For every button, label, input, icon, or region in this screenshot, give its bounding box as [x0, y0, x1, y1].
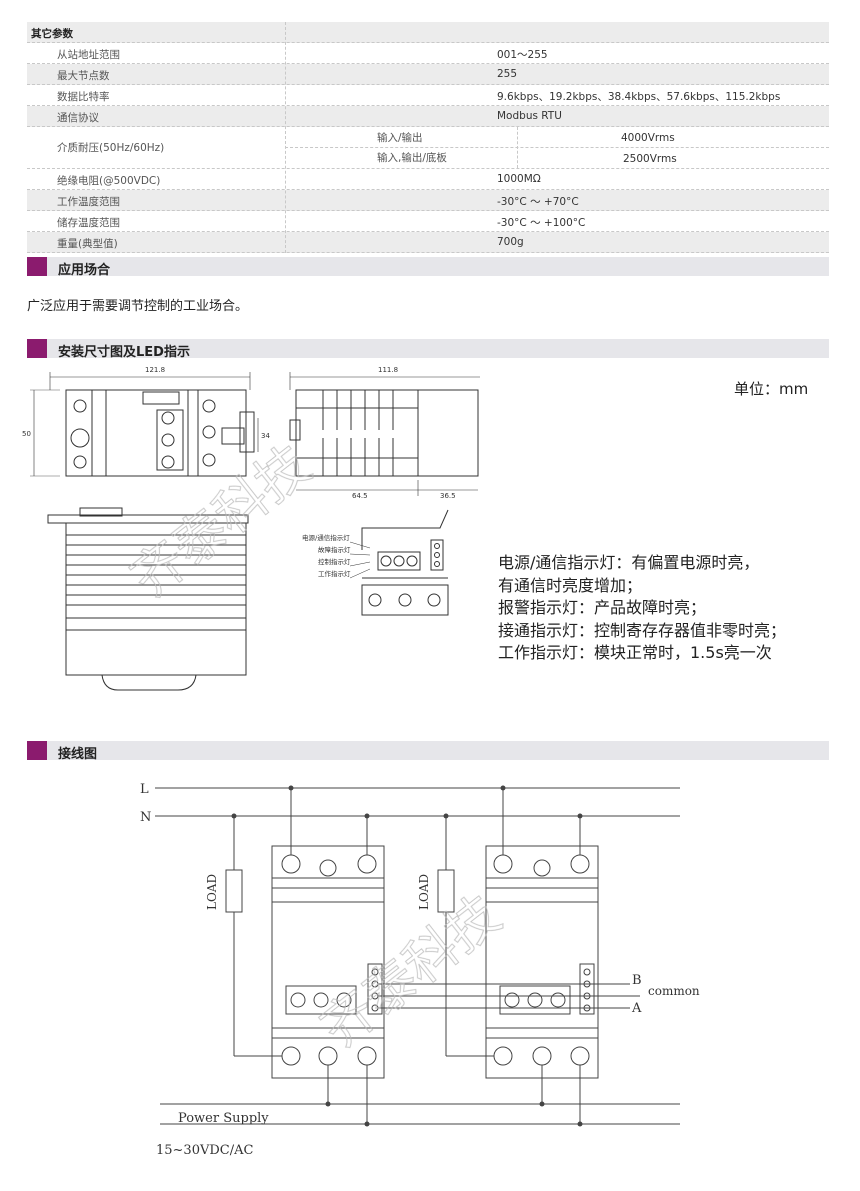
param-label: 从站地址范围 — [57, 49, 120, 61]
param-row: 工作温度范围 -30°C ～ +70°C — [27, 190, 829, 211]
led-desc-line: 报警指示灯：产品故障时亮； — [498, 598, 707, 617]
section-title: 安装尺寸图及LED指示 — [58, 345, 190, 360]
module-2 — [485, 845, 599, 1079]
params-header: 其它参数 — [31, 28, 73, 40]
label-common: common — [648, 984, 700, 998]
front-view-drawing — [30, 372, 259, 477]
led-detail-drawing — [349, 509, 449, 616]
label-voltage: 15~30VDC/AC — [156, 1143, 254, 1158]
param-row: 最大节点数 255 — [27, 64, 829, 85]
param-row-withstand: 介质耐压(50Hz/60Hz) 输入/输出 4000Vrms 输入,输出/底板 … — [27, 127, 829, 169]
led-label: 控制指示灯 — [318, 557, 351, 566]
dimension-drawings: 121.8 111.8 50 34 64.5 36.5 电源/通信指示灯 故障指… — [22, 366, 480, 691]
param-label: 通信协议 — [57, 112, 99, 124]
param-value: Modbus RTU — [497, 110, 562, 122]
section-dimensions: 安装尺寸图及LED指示 — [27, 339, 829, 360]
dim-111-8: 111.8 — [378, 366, 398, 374]
param-value: 9.6kbps、19.2kbps、38.4kbps、57.6kbps、115.2… — [497, 91, 781, 103]
param-label: 数据比特率 — [57, 91, 110, 103]
section-application: 应用场合 — [27, 257, 829, 278]
led-description: 电源/通信指示灯：有偏置电源时亮， 有通信时亮度增加； 报警指示灯：产品故障时亮… — [498, 552, 786, 665]
withstand-sub-value: 4000Vrms — [621, 132, 675, 144]
led-desc-line: 工作指示灯：模块正常时，1.5s亮一次 — [498, 643, 772, 662]
param-value: -30°C ～ +100°C — [497, 217, 586, 229]
application-text: 广泛应用于需要调节控制的工业场合。 — [27, 299, 249, 314]
section-marker — [27, 741, 47, 760]
param-label: 储存温度范围 — [57, 217, 120, 229]
dim-34: 34 — [261, 432, 270, 440]
param-row: 重量(典型值) 700g — [27, 232, 829, 253]
section-marker — [27, 257, 47, 276]
label-A: A — [631, 1001, 642, 1016]
led-label: 故障指示灯 — [318, 545, 351, 554]
led-label: 电源/通信指示灯 — [302, 533, 350, 542]
param-value: 001～255 — [497, 49, 548, 61]
param-label: 最大节点数 — [57, 70, 110, 82]
table-divider — [285, 22, 286, 253]
section-wiring: 接线图 — [27, 741, 829, 762]
param-row: 储存温度范围 -30°C ～ +100°C — [27, 211, 829, 232]
load-1 — [225, 869, 243, 913]
led-desc-line: 有通信时亮度增加； — [498, 575, 643, 595]
wiring-diagram: L N LOAD LOAD B common A Power Supply 15… — [140, 782, 700, 1158]
param-value: -30°C ～ +70°C — [497, 196, 579, 208]
param-value: 255 — [497, 68, 518, 80]
module-1 — [271, 845, 385, 1079]
section-title: 应用场合 — [58, 263, 111, 278]
dim-36-5: 36.5 — [440, 492, 456, 500]
led-desc-line: 电源/通信指示灯：有偏置电源时亮， — [498, 553, 760, 572]
withstand-sub-label: 输入/输出 — [377, 132, 423, 144]
withstand-sub-value: 2500Vrms — [623, 153, 677, 165]
dim-64-5: 64.5 — [352, 492, 368, 500]
label-N: N — [140, 810, 151, 825]
param-row: 数据比特率 9.6kbps、19.2kbps、38.4kbps、57.6kbps… — [27, 85, 829, 106]
side-view-drawing — [289, 372, 480, 496]
label-load-1: LOAD — [205, 874, 219, 910]
params-header-row: 其它参数 — [27, 22, 829, 43]
param-value: 1000MΩ — [497, 173, 541, 185]
unit-label: 单位：mm — [734, 380, 809, 398]
param-row: 从站地址范围 001～255 — [27, 43, 829, 64]
param-label: 介质耐压(50Hz/60Hz) — [57, 142, 165, 154]
param-row: 通信协议 Modbus RTU — [27, 106, 829, 127]
param-value: 700g — [497, 236, 524, 248]
param-label: 绝缘电阻(@500VDC) — [57, 175, 161, 187]
led-label: 工作指示灯 — [318, 569, 351, 578]
section-marker — [27, 339, 47, 358]
withstand-sub-label: 输入,输出/底板 — [377, 152, 447, 164]
dim-50: 50 — [22, 430, 31, 438]
param-label: 工作温度范围 — [57, 196, 120, 208]
params-table: 其它参数 从站地址范围 001～255 最大节点数 255 数据比特率 9.6k… — [27, 22, 829, 253]
param-row: 绝缘电阻(@500VDC) 1000MΩ — [27, 169, 829, 190]
bottom-view-drawing — [47, 507, 249, 691]
section-title: 接线图 — [58, 747, 98, 762]
label-B: B — [632, 973, 642, 988]
led-desc-line: 接通指示灯：控制寄存存器值非零时亮； — [498, 620, 787, 640]
dim-121-8: 121.8 — [145, 366, 165, 374]
label-L: L — [140, 782, 149, 797]
label-load-2: LOAD — [417, 874, 431, 910]
label-power-supply: Power Supply — [178, 1111, 269, 1126]
load-2 — [437, 869, 455, 913]
param-label: 重量(典型值) — [57, 238, 118, 250]
